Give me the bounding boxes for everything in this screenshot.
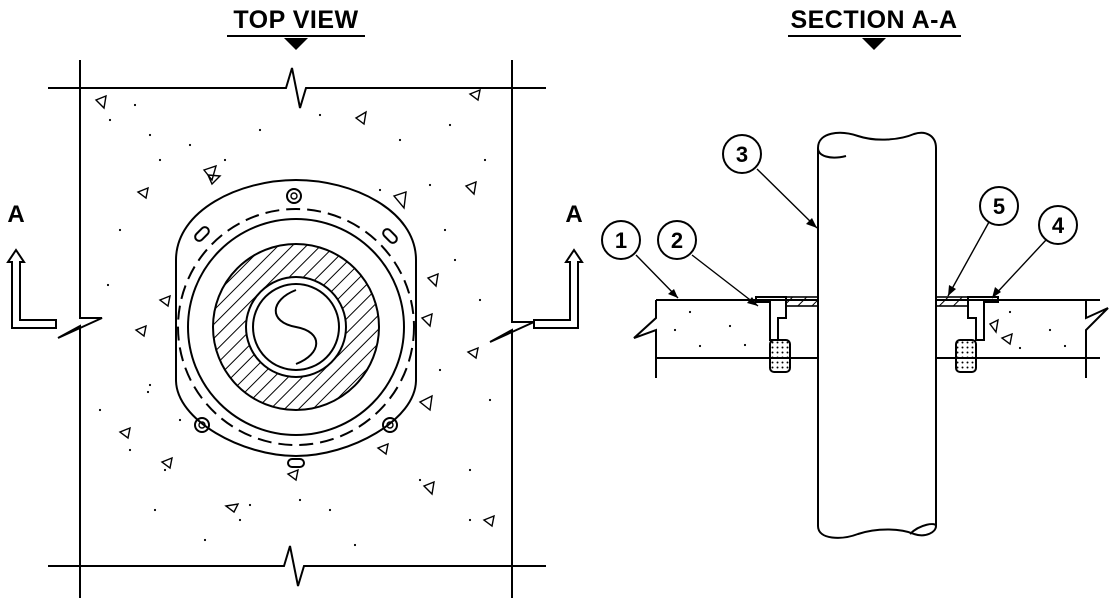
top-view: TOP VIEW [6, 6, 584, 598]
callout-2: 2 [657, 220, 759, 307]
svg-text:4: 4 [1052, 213, 1065, 238]
title-pointer [862, 38, 886, 50]
top-view-title: TOP VIEW [233, 6, 358, 34]
svg-text:5: 5 [993, 194, 1005, 219]
section-view: SECTION A-A [601, 6, 1109, 539]
device-section-left [755, 296, 819, 373]
callout-1: 1 [601, 220, 679, 299]
callout-3: 3 [722, 134, 818, 229]
svg-text:A: A [565, 201, 582, 228]
device-flange [175, 178, 417, 458]
callout-5: 5 [947, 186, 1019, 297]
svg-text:3: 3 [736, 142, 748, 167]
pipe-section [817, 131, 937, 539]
device-section-right [935, 296, 999, 373]
concrete-texture [94, 88, 495, 547]
title-pointer [284, 38, 308, 50]
svg-text:1: 1 [615, 228, 627, 253]
slot-icon [194, 226, 398, 468]
svg-text:2: 2 [671, 228, 683, 253]
section-marker-left: A [6, 201, 57, 329]
svg-text:A: A [7, 201, 24, 228]
device-plan [175, 178, 417, 468]
slab-outline [48, 60, 546, 598]
device-ring [187, 218, 405, 436]
pipe-inner [252, 283, 340, 371]
section-view-title: SECTION A-A [790, 6, 957, 34]
screw-icon [194, 188, 398, 433]
pipe-break-symbol [274, 289, 318, 365]
callout-4: 4 [991, 205, 1078, 299]
device-dashed-ring [177, 208, 415, 446]
section-marker-right: A [533, 201, 584, 329]
